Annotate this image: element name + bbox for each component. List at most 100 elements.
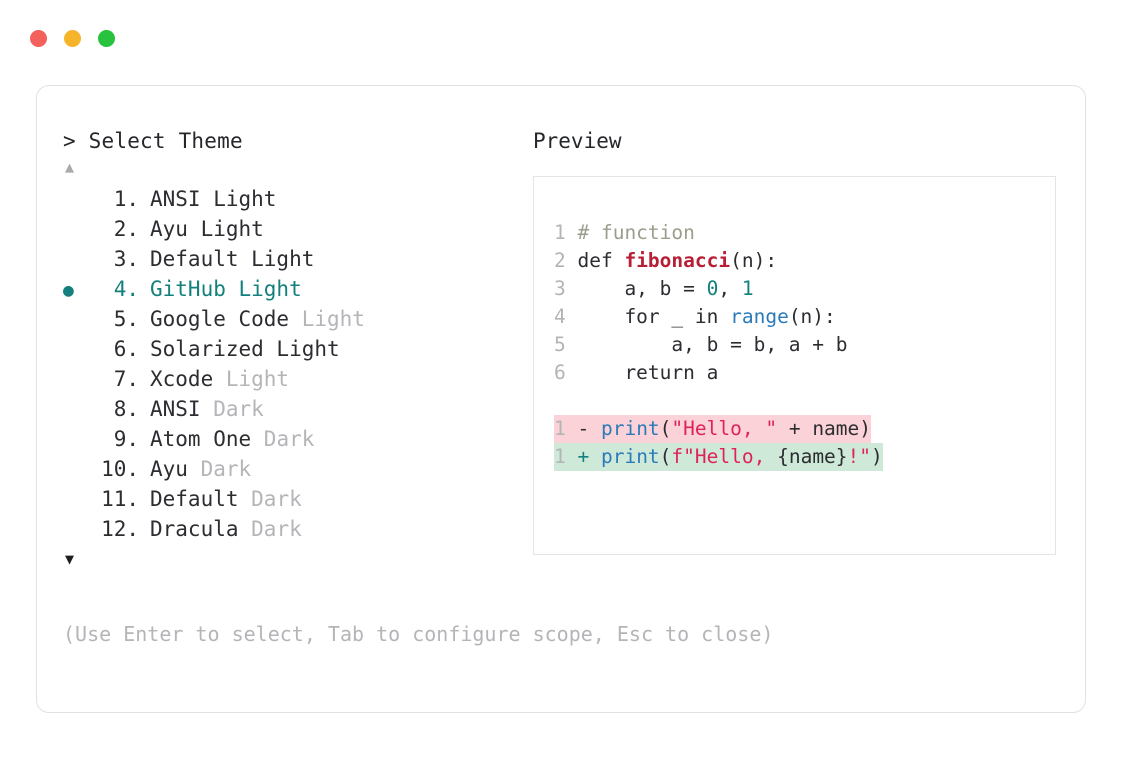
code-blank-line [554,387,1051,415]
theme-item-index: 8. [101,397,139,421]
bullet-placeholder [63,306,93,336]
theme-item-label: ANSI Dark [150,397,264,421]
theme-item-label: Atom One Dark [150,427,315,451]
theme-item-variant: Dark [238,487,302,511]
theme-list-item[interactable]: 7. Xcode Light [63,364,533,394]
bullet-placeholder [63,426,93,456]
theme-item-index: 3. [101,247,139,271]
theme-list-item[interactable]: 10. Ayu Dark [63,454,533,484]
theme-list-item[interactable]: 12.Dracula Dark [63,514,533,544]
code-token: # function [577,221,695,244]
scroll-down-icon[interactable]: ▼ [65,550,75,568]
theme-item-index: 5. [101,307,139,331]
theme-list-item[interactable]: 5. Google Code Light [63,304,533,334]
theme-item-index: 6. [101,337,139,361]
preview-heading: Preview [533,129,622,153]
code-token: fibonacci [624,249,731,272]
theme-item-index: 9. [101,427,139,451]
bullet-placeholder [63,456,93,486]
theme-item-variant: Dark [187,457,252,481]
theme-item-index: 1. [101,187,139,211]
code-token: , [718,277,742,300]
minimize-dot[interactable] [64,30,81,47]
theme-item-index: 2. [101,217,139,241]
selected-bullet-icon: ● [63,280,74,301]
theme-item-label: Default Dark [150,487,302,511]
close-dot[interactable] [30,30,47,47]
theme-list-item[interactable]: 2. Ayu Light [63,214,533,244]
theme-item-variant: Dark [251,427,315,451]
diff-marker: + [577,445,601,468]
code-token: "Hello, " [671,417,778,440]
theme-list-item[interactable]: 9. Atom One Dark [63,424,533,454]
bullet-placeholder [63,396,93,426]
theme-item-index: 11. [101,487,139,511]
bullet-placeholder [63,186,93,216]
code-token: print [600,417,660,440]
code-diff-line: 1 + print(f"Hello, {name}!") [554,443,1051,471]
theme-list-item[interactable]: 1. ANSI Light [63,184,533,214]
theme-item-label: GitHub Light [150,277,302,301]
code-line-number: 3 [554,277,578,300]
theme-item-variant: Dark [200,397,264,421]
code-token: ( [659,417,672,440]
theme-item-label: Solarized Light [150,337,340,361]
code-token: (n): [788,305,836,328]
diff-marker: - [577,417,601,440]
theme-item-label: Google Code Light [150,307,365,331]
code-token: 0 [706,277,719,300]
theme-item-index: 4. [101,277,139,301]
theme-item-index: 7. [101,367,139,391]
theme-item-label: Ayu Dark [150,457,252,481]
theme-list-item[interactable]: 8. ANSI Dark [63,394,533,424]
theme-list-item[interactable]: 3.Default Light [63,244,533,274]
code-line: 3 a, b = 0, 1 [554,275,1051,303]
theme-item-label: ANSI Light [150,187,277,211]
maximize-dot[interactable] [98,30,115,47]
theme-list-item[interactable]: 11. Default Dark [63,484,533,514]
theme-list-item[interactable]: 6. Solarized Light [63,334,533,364]
theme-item-index: 10. [101,457,139,481]
theme-list-item[interactable]: ● 4. GitHub Light [63,274,533,304]
code-token: return a [577,361,719,384]
code-token: {name} [777,445,848,468]
bullet-placeholder [63,336,93,366]
code-token: ) [871,445,883,468]
code-line: 1 # function [554,219,1051,247]
code-line-number: 2 [554,249,578,272]
theme-item-index: 12. [101,517,139,541]
theme-item-variant: Light [213,367,290,391]
code-diff-line: 1 - print("Hello, " + name) [554,415,1051,443]
code-token: def [577,249,625,272]
code-line-number: 1 [554,417,578,440]
code-token: for _ in [577,305,731,328]
code-token: range [730,305,789,328]
page-title: > Select Theme [63,129,243,153]
code-line: 4 for _ in range(n): [554,303,1051,331]
code-line-number: 1 [554,221,578,244]
code-token: (n): [730,249,778,272]
scroll-up-icon[interactable]: ▲ [65,158,75,176]
theme-item-label: Ayu Light [150,217,264,241]
theme-list: 1. ANSI Light 2. Ayu Light 3.Default Light… [63,184,533,544]
bullet-placeholder [63,366,93,396]
code-line-number: 4 [554,305,578,328]
bullet-placeholder [63,486,93,516]
theme-item-label: Xcode Light [150,367,290,391]
code-line: 6 return a [554,359,1051,387]
diff-removed-line: 1 - print("Hello, " + name) [554,415,872,443]
code-line: 5 a, b = b, a + b [554,331,1051,359]
code-line: 2 def fibonacci(n): [554,247,1051,275]
theme-item-variant: Dark [238,517,302,541]
theme-picker-card: > Select Theme ▲ 1. ANSI Light 2. Ayu Ligh… [36,85,1086,713]
code-token: a, b = b, a + b [577,333,848,356]
diff-added-line: 1 + print(f"Hello, {name}!") [554,443,883,471]
keyboard-help-text: (Use Enter to select, Tab to configure s… [63,622,774,646]
code-token: a, b = [577,277,707,300]
theme-item-variant: Light [289,307,365,331]
code-token: ( [659,445,672,468]
bullet-placeholder [63,216,93,246]
